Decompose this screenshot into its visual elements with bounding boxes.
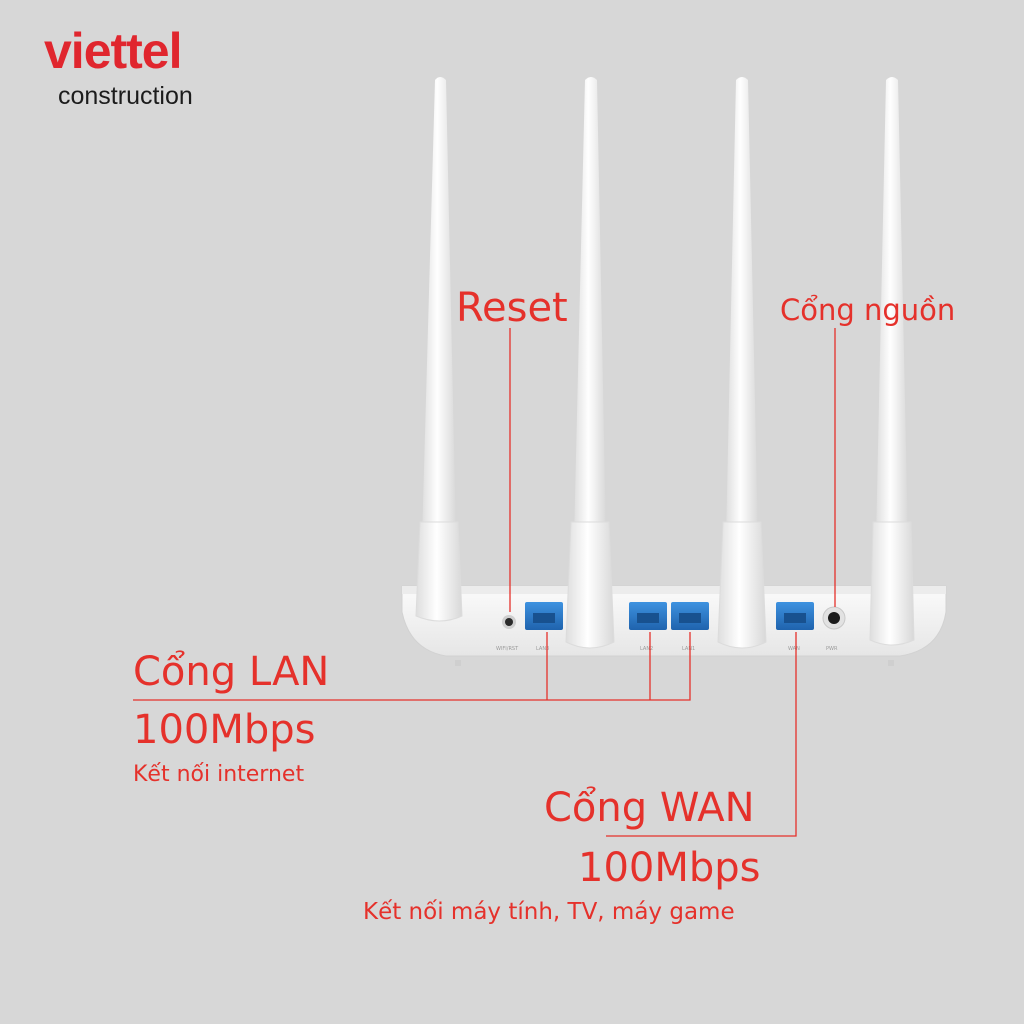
antenna-2 [565, 77, 615, 649]
antenna-1 [415, 77, 463, 622]
port-label-lan2: LAN2 [640, 646, 653, 652]
antenna-3 [717, 77, 767, 649]
wan-port-description: Kết nối máy tính, TV, máy game [363, 899, 735, 925]
reset-button [502, 615, 516, 629]
lan2-port [629, 602, 667, 630]
callout-lines [133, 328, 836, 837]
port-label-wan: WAN [788, 646, 800, 652]
lan3-port [525, 602, 563, 630]
brand-logo: viettel [44, 23, 183, 79]
power-port-label: Cổng nguồn [780, 293, 956, 327]
lan-port-description: Kết nối internet [133, 762, 305, 787]
port-label-lan1: LAN1 [682, 646, 695, 652]
lan-port-title: Cổng LAN [133, 649, 330, 695]
port-label-pwr: PWR [826, 646, 838, 652]
lan-port-speed: 100Mbps [133, 707, 316, 753]
port-label-lan3: LAN3 [536, 646, 549, 652]
wan-port [776, 602, 814, 630]
antenna-4 [869, 77, 915, 646]
reset-label: Reset [456, 285, 568, 331]
port-label-wifi-rst: WIFI/RST [496, 646, 519, 652]
wan-port-speed: 100Mbps [578, 845, 761, 891]
brand-subtitle: construction [58, 82, 193, 110]
lan1-port [671, 602, 709, 630]
wan-port-title: Cổng WAN [544, 785, 755, 831]
power-jack [822, 606, 846, 630]
